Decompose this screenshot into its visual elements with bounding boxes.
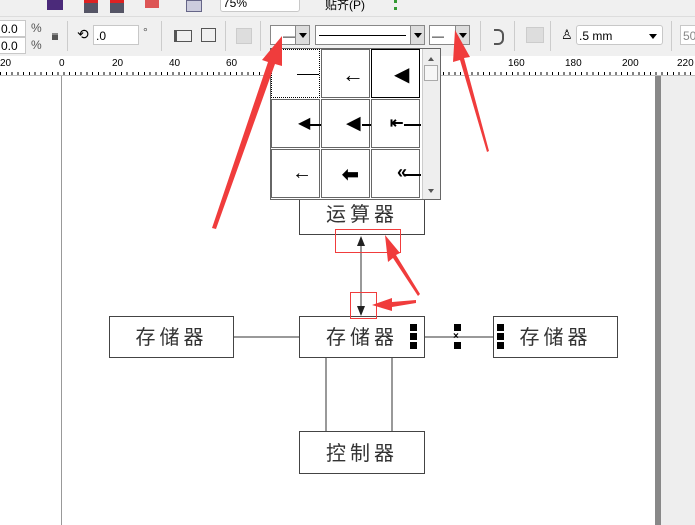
- selection-handle[interactable]: [497, 342, 504, 349]
- export-icon[interactable]: [110, 0, 124, 13]
- annotation-arrow-center: [385, 235, 420, 296]
- memory-left-box[interactable]: 存储器: [109, 316, 234, 358]
- page-shadow: [655, 76, 661, 525]
- toolbar-standard: 75% 贴齐(P): [0, 0, 695, 17]
- wrap-text-icon: [526, 27, 544, 43]
- memory-right-label: 存储器: [519, 325, 592, 349]
- chevron-down-icon: [649, 34, 657, 43]
- outline-pen-icon: ♙: [561, 27, 573, 42]
- snap-to-menu[interactable]: 贴齐(P): [325, 0, 365, 12]
- ruler-tick: 220: [677, 58, 694, 69]
- annotation-arrow-end: [453, 30, 489, 152]
- lock-ratio-icon[interactable]: [52, 33, 58, 40]
- memory-right-box[interactable]: 存储器: [493, 316, 618, 358]
- selection-handle[interactable]: [454, 342, 461, 349]
- ruler-tick: 40: [169, 58, 181, 69]
- arrow-option-bar-arrow[interactable]: ⇤: [371, 99, 421, 148]
- percent-label-x: %: [31, 21, 42, 35]
- rotate-icon: ⟲: [77, 26, 89, 42]
- memory-left-label: 存储器: [135, 325, 208, 349]
- line-style-select[interactable]: [315, 25, 425, 45]
- publish-pdf-icon[interactable]: [145, 0, 159, 8]
- selection-handle[interactable]: [410, 324, 417, 331]
- rotation-angle-input[interactable]: .0: [93, 25, 139, 45]
- arrow-option-round-arrow[interactable]: ⬅: [321, 149, 370, 198]
- ruler-tick: 200: [622, 58, 639, 69]
- ruler-tick: 60: [226, 58, 238, 69]
- controller-box[interactable]: 控制器: [299, 431, 425, 474]
- memory-center-box[interactable]: 存储器: [299, 316, 425, 358]
- rotation-value: .0: [96, 29, 107, 43]
- outline-width-select[interactable]: .5 mm: [576, 25, 663, 45]
- controller-label: 控制器: [326, 441, 398, 465]
- page-border: [61, 76, 62, 525]
- center-x-marker: ×: [453, 331, 459, 342]
- import-icon[interactable]: [84, 0, 98, 13]
- arrow-option-open-arrow[interactable]: ←: [321, 49, 370, 98]
- mirror-horizontal-icon[interactable]: [174, 30, 192, 42]
- annotation-arrow-start: [212, 36, 282, 229]
- arrowhead-up: [357, 236, 365, 246]
- position-x-value: 0.0: [1, 22, 18, 36]
- options-icon[interactable]: [394, 0, 409, 10]
- selection-handle[interactable]: [497, 324, 504, 331]
- end-arrowhead-value: —: [432, 29, 444, 43]
- arrow-option-filled-arrow[interactable]: ◀: [371, 49, 420, 98]
- picker-scrollbar[interactable]: [422, 49, 440, 199]
- close-curve-icon[interactable]: [494, 29, 504, 45]
- start-arrowhead-value: —: [283, 29, 295, 43]
- selection-handle[interactable]: [410, 333, 417, 340]
- ruler-tick: 0: [59, 58, 65, 69]
- convert-to-curves-icon: [236, 28, 252, 44]
- arrow-option-large-triangle[interactable]: ◀: [321, 99, 371, 148]
- position-x-input[interactable]: 0.0: [0, 20, 26, 37]
- line-style-dropdown-button[interactable]: [410, 26, 424, 44]
- alu-box[interactable]: 运算器: [299, 196, 425, 235]
- mirror-vertical-icon[interactable]: [201, 28, 216, 42]
- ruler-tick: 160: [508, 58, 525, 69]
- snapshot-icon[interactable]: [186, 0, 202, 12]
- selection-handle[interactable]: [410, 342, 417, 349]
- ruler-tick: 20: [0, 58, 12, 69]
- arrow-option-double-arrow[interactable]: «: [371, 149, 421, 198]
- arrow-option-triangle-arrow[interactable]: ◀: [271, 99, 321, 148]
- arrow-option-small-arrow[interactable]: ←: [271, 149, 320, 198]
- degree-label: °: [143, 25, 148, 39]
- scroll-thumb[interactable]: [424, 65, 438, 81]
- arrowhead-down: [357, 306, 365, 316]
- position-y-value: 0.0: [1, 39, 18, 53]
- scroll-up-arrow[interactable]: [428, 54, 434, 61]
- zoom-value: 75%: [223, 0, 248, 10]
- ruler-tick: 20: [112, 58, 124, 69]
- selection-handle[interactable]: [454, 324, 461, 331]
- memory-center-label: 存储器: [326, 325, 398, 349]
- annotation-arrow-small: [372, 298, 416, 311]
- arrowhead-picker: ← ◀ ◀ ◀ ⇤ ← ⬅ «: [270, 48, 441, 200]
- launch-icon[interactable]: [47, 0, 63, 10]
- position-y-input[interactable]: 0.0: [0, 37, 26, 54]
- selection-handle[interactable]: [497, 333, 504, 340]
- outline-width-value: .5 mm: [579, 29, 613, 43]
- start-arrowhead-dropdown-button[interactable]: [295, 26, 309, 44]
- alu-label: 运算器: [326, 202, 398, 226]
- ruler-tick: 180: [565, 58, 582, 69]
- highlight-box-top: [335, 229, 401, 253]
- percent-label-y: %: [31, 38, 42, 52]
- scroll-down-arrow[interactable]: [428, 189, 434, 196]
- extra-value: 50: [683, 29, 695, 43]
- zoom-level-select[interactable]: 75%: [220, 0, 300, 12]
- desktop-area: [661, 76, 695, 525]
- extra-input[interactable]: 50: [680, 25, 695, 45]
